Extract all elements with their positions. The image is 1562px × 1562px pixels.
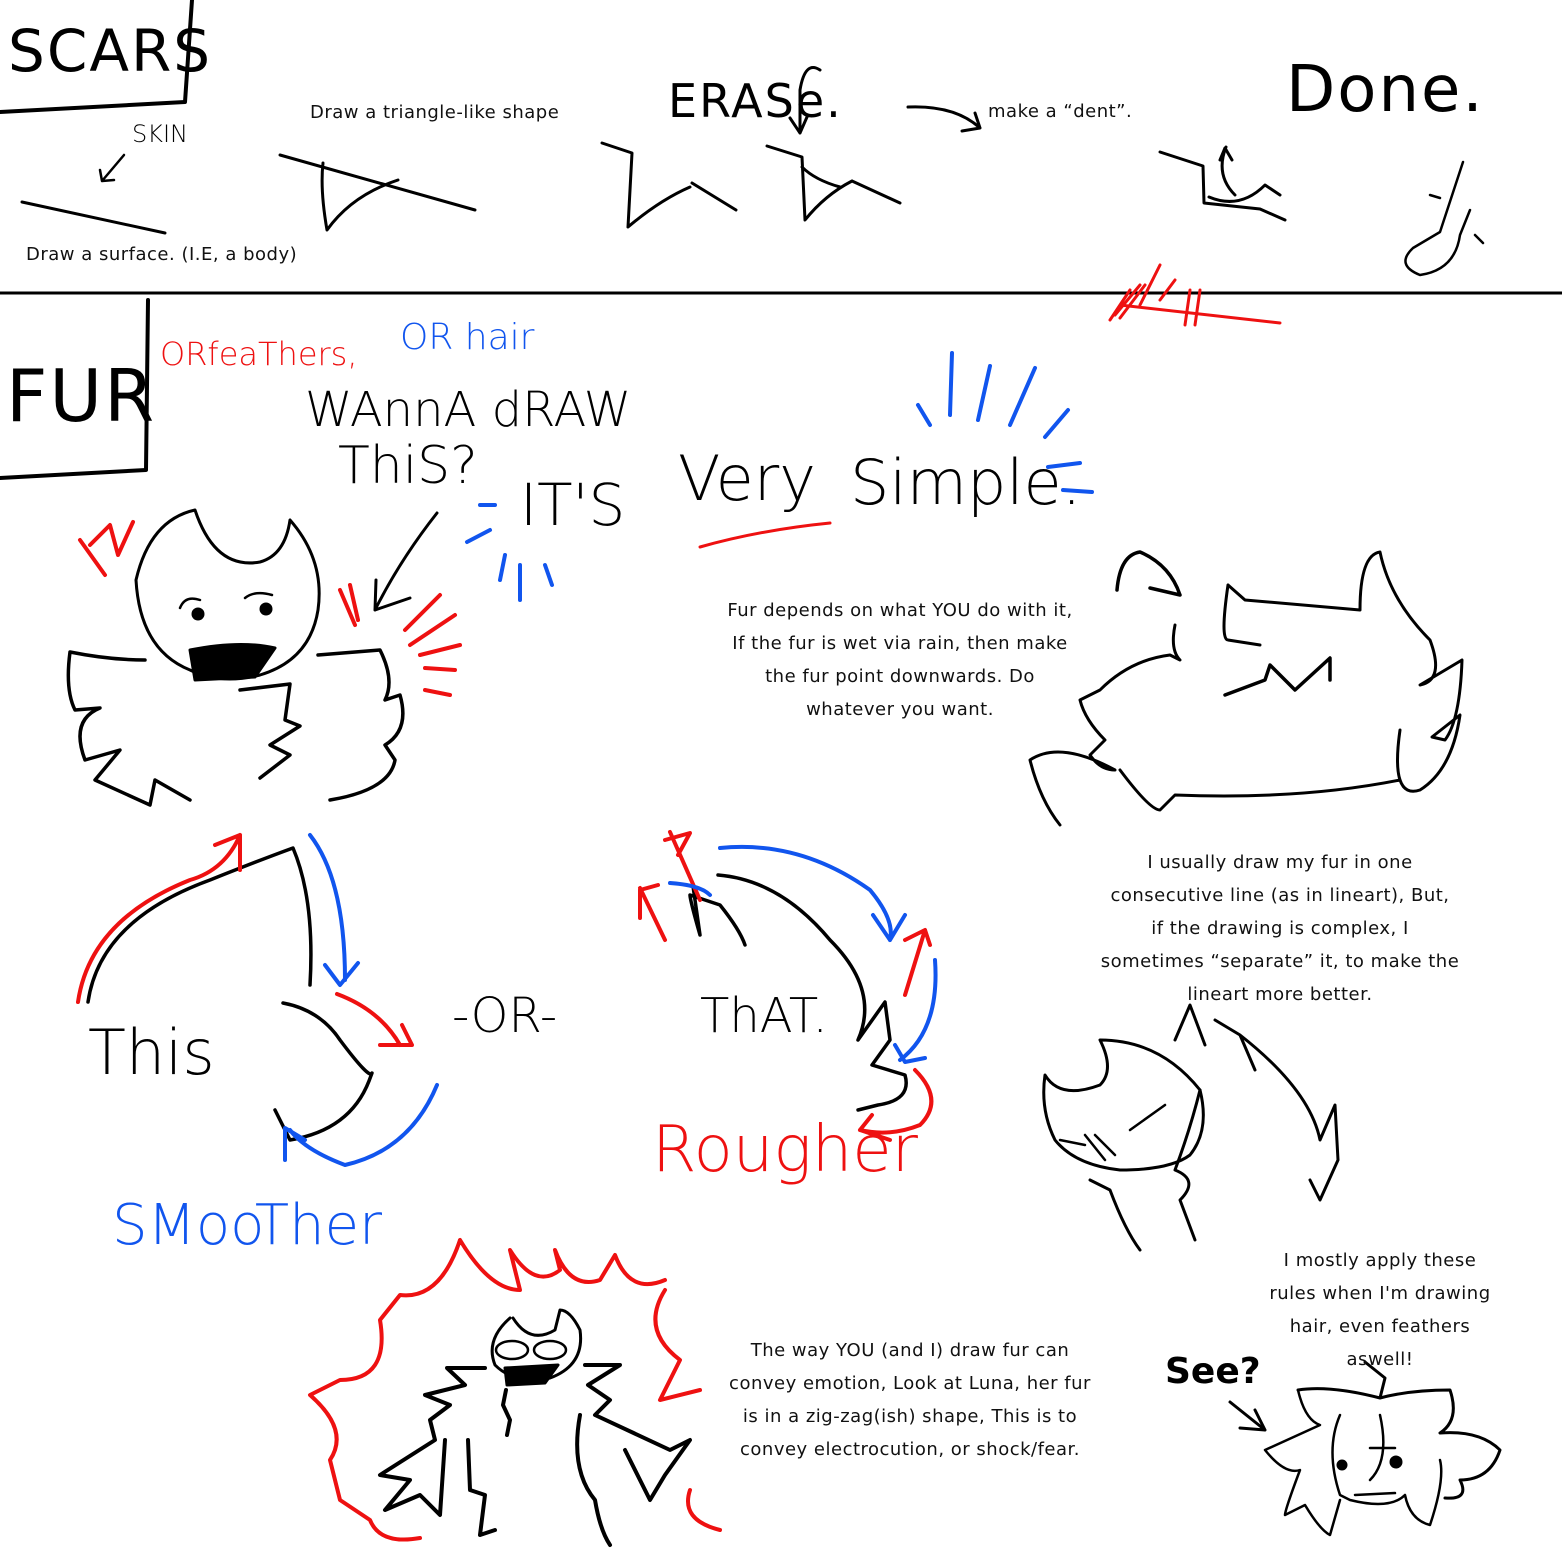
note-line: convey emotion, Look at Luna, her fur bbox=[729, 1373, 1091, 1394]
note-fur-depends: Fur depends on what YOU do with it, If t… bbox=[680, 594, 1120, 726]
wet-fur-drawing bbox=[1028, 550, 1464, 827]
note-convey-emotion: The way YOU (and I) draw fur can convey … bbox=[690, 1334, 1130, 1466]
scars-step-3: ERASe. bbox=[668, 74, 843, 128]
fur-title-box bbox=[0, 298, 150, 480]
skin-arrow-icon bbox=[98, 153, 126, 183]
fur-title: FUR bbox=[6, 354, 157, 438]
sparkle-marks-blue bbox=[465, 351, 1094, 602]
luna-shock-drawing bbox=[308, 1238, 722, 1547]
step1-surface bbox=[20, 200, 167, 235]
very-underline bbox=[698, 521, 832, 549]
note-line: consecutive line (as in lineart), But, bbox=[1110, 885, 1450, 906]
note-line: If the fur is wet via rain, then make bbox=[732, 633, 1068, 654]
dent-arrow-right-icon bbox=[906, 105, 982, 133]
see-arrow-icon bbox=[1228, 1400, 1267, 1432]
see-label: See? bbox=[1165, 1351, 1261, 1392]
signature bbox=[1108, 263, 1282, 327]
step5-done bbox=[1158, 145, 1287, 222]
note-line: the fur point downwards. Do bbox=[765, 666, 1035, 687]
note-line: I usually draw my fur in one bbox=[1147, 852, 1413, 873]
headline-this: ThiS? bbox=[338, 436, 478, 496]
dent-arrow-down-icon bbox=[788, 66, 822, 135]
shock-marks-red bbox=[78, 520, 462, 697]
note-line: is in a zig-zag(ish) shape, This is to bbox=[742, 1406, 1078, 1427]
smoother-label: SMooTher bbox=[112, 1193, 383, 1258]
scars-step-2: Draw a triangle-like shape bbox=[310, 102, 560, 123]
compare-this-label: This bbox=[88, 1016, 215, 1089]
step2-triangle bbox=[278, 153, 477, 232]
note-line: if the drawing is complex, I bbox=[1151, 918, 1409, 939]
note-line: rules when I'm drawing bbox=[1269, 1283, 1491, 1304]
scars-step-5: Done. bbox=[1286, 53, 1485, 127]
hair-example bbox=[1228, 1360, 1502, 1537]
compare-or-label: -OR- bbox=[452, 988, 558, 1044]
fur-subtitle-hair: OR hair bbox=[400, 317, 535, 358]
scars-title-box bbox=[0, 0, 194, 114]
separated-fur-character bbox=[1042, 1003, 1340, 1252]
scars-step-1: Draw a surface. (I.E, a body) bbox=[26, 244, 298, 265]
compare-that-label: ThAT. bbox=[700, 988, 828, 1044]
note-line: I mostly apply these bbox=[1283, 1250, 1477, 1271]
note-line: convey electrocution, or shock/fear. bbox=[740, 1439, 1080, 1460]
headline-very: Very bbox=[678, 442, 816, 515]
note-line: The way YOU (and I) draw fur can bbox=[750, 1340, 1070, 1361]
done-sketch bbox=[1404, 160, 1485, 277]
note-apply-rules: I mostly apply these rules when I'm draw… bbox=[1230, 1244, 1530, 1376]
step3-erased bbox=[600, 141, 738, 229]
fur-subtitle-feathers: ORfeaThers, bbox=[160, 335, 358, 373]
note-line: lineart more better. bbox=[1187, 984, 1373, 1005]
step4-dent bbox=[765, 144, 902, 222]
character-fur-example bbox=[66, 508, 405, 807]
note-line: hair, even feathers bbox=[1289, 1316, 1471, 1337]
scars-step-4: make a “dent”. bbox=[988, 101, 1133, 122]
note-line: aswell! bbox=[1346, 1349, 1414, 1370]
scars-title: SCARS bbox=[8, 17, 213, 85]
headline-its: IT'S bbox=[520, 471, 626, 539]
pointer-arrow-icon bbox=[373, 511, 439, 612]
note-line: Fur depends on what YOU do with it, bbox=[727, 600, 1073, 621]
note-line: whatever you want. bbox=[806, 699, 994, 720]
note-line: sometimes “separate” it, to make the bbox=[1100, 951, 1460, 972]
skin-label: SKIN bbox=[132, 120, 189, 148]
note-consecutive-line: I usually draw my fur in one consecutive… bbox=[1060, 846, 1500, 1011]
headline-simple: Simple. bbox=[850, 446, 1082, 519]
comparison-strokes bbox=[76, 830, 938, 1167]
rougher-label: Rougher bbox=[652, 1113, 918, 1187]
headline-wanna-draw: WAnnA dRAW bbox=[305, 382, 632, 438]
